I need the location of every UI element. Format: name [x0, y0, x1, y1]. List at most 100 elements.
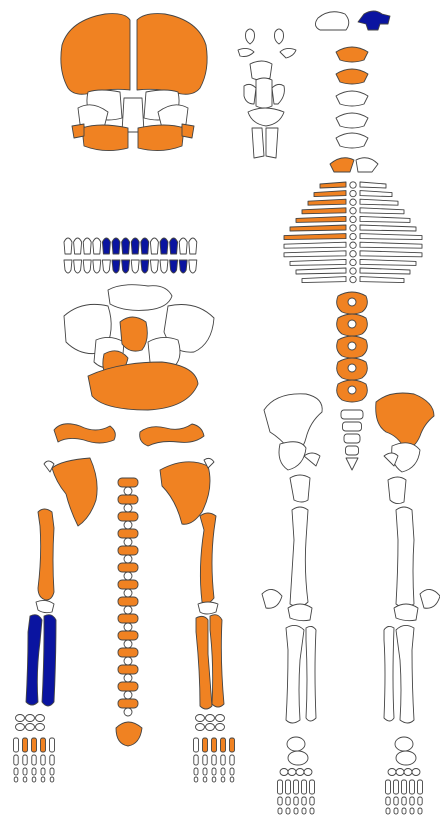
rib-left — [302, 277, 346, 283]
rib-left — [320, 182, 346, 188]
carpal — [16, 715, 25, 722]
proximal-phalanx — [221, 755, 225, 765]
left-arm — [26, 509, 56, 706]
metatarsal — [310, 780, 315, 794]
upper-tooth — [189, 238, 197, 254]
middle-phalanx — [41, 768, 45, 775]
vertebral-canal — [348, 342, 356, 350]
lower-tooth — [179, 260, 187, 273]
middle-phalanx — [14, 768, 18, 775]
vertebral-body — [350, 251, 356, 257]
right-humerus — [200, 513, 216, 603]
upper-tooth — [141, 238, 149, 254]
tarsal — [280, 769, 288, 776]
sella — [120, 317, 147, 351]
vertebral-canal — [348, 386, 356, 394]
vertebral-body — [350, 233, 356, 239]
vertebral-body — [124, 691, 132, 699]
proximal-phalanx — [212, 755, 216, 765]
upper-tooth — [102, 238, 110, 254]
toe-phalanx — [418, 797, 422, 805]
upper-tooth — [122, 238, 130, 254]
toe-phalanx — [402, 797, 406, 805]
middle-phalanx — [32, 768, 36, 775]
vertebral-body — [350, 242, 356, 248]
toe-phalanx — [278, 808, 282, 814]
skull — [61, 14, 207, 151]
lower-tooth — [93, 260, 101, 273]
left-femur — [290, 507, 308, 607]
vertebral-body — [124, 572, 132, 580]
vertebral-canal — [348, 320, 356, 328]
sacral-segment — [344, 434, 360, 443]
cervical-vertebrae — [315, 11, 390, 30]
right-ulna — [210, 615, 224, 707]
talus — [395, 737, 413, 751]
talus — [287, 737, 305, 751]
mastoid-left — [72, 124, 84, 138]
lower-tooth — [160, 260, 168, 273]
frontal-right — [137, 14, 207, 95]
sternebra — [118, 546, 138, 555]
toe-phalanx — [278, 797, 282, 805]
upper-tooth — [74, 238, 82, 254]
toe-phalanx — [302, 797, 306, 805]
teeth — [64, 238, 197, 273]
metacarpal — [221, 738, 226, 752]
vertebral-body — [350, 276, 356, 282]
vertebral-body — [350, 216, 356, 222]
sternebra — [116, 722, 142, 746]
upper-tooth — [160, 238, 168, 254]
metacarpal — [23, 738, 28, 752]
middle-phalanx — [230, 768, 234, 775]
metacarpal — [50, 738, 55, 752]
middle-phalanx — [50, 768, 54, 775]
metatarsal — [386, 780, 391, 794]
rib-left — [314, 191, 346, 197]
metatarsal — [286, 780, 291, 794]
rib-right — [360, 208, 404, 214]
right-femur — [396, 507, 414, 607]
proximal-phalanx — [50, 755, 54, 765]
carpal — [36, 724, 45, 731]
rib-left — [284, 242, 346, 248]
left-radius — [26, 615, 42, 705]
vertebral-body — [124, 708, 132, 716]
calcaneus — [396, 751, 416, 765]
sacral-segment — [343, 422, 362, 431]
vertebral-body — [124, 657, 132, 665]
carpal — [206, 724, 215, 731]
upper-tooth — [64, 238, 72, 254]
lower-tooth — [64, 260, 72, 273]
tarsal — [288, 769, 296, 776]
upper-tooth — [170, 238, 178, 254]
vertebral-body — [350, 259, 356, 265]
rib-right — [360, 234, 422, 240]
vertebral-body — [124, 623, 132, 631]
metacarpal — [230, 738, 235, 752]
toe-phalanx — [310, 797, 314, 805]
lower-tooth — [131, 260, 139, 273]
middle-phalanx — [23, 768, 27, 775]
distal-phalanx — [203, 777, 207, 782]
rib-right — [360, 182, 386, 188]
vertebral-body — [350, 268, 356, 274]
metacarpal — [41, 738, 46, 752]
metacarpal — [14, 738, 19, 752]
tarsal — [304, 769, 312, 776]
vertebral-body — [350, 208, 356, 214]
thoracic-vertebra — [356, 158, 378, 172]
rib-left — [302, 208, 346, 214]
middle-phalanx — [194, 768, 198, 775]
middle-phalanx — [203, 768, 207, 775]
toe-phalanx — [294, 808, 298, 814]
left-tibia — [286, 625, 304, 723]
upper-tooth — [83, 238, 91, 254]
distal-phalanx — [194, 777, 198, 782]
sacral-segment — [346, 446, 359, 455]
vertebral-body — [124, 521, 132, 529]
tarsal — [296, 769, 304, 776]
sternebra — [118, 597, 138, 606]
toe-phalanx — [310, 808, 314, 814]
